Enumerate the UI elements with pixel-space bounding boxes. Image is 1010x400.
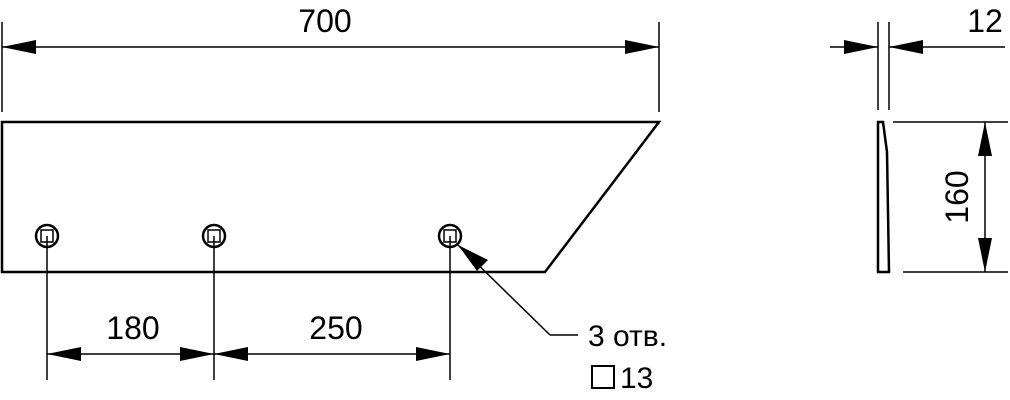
arrowhead: [416, 347, 450, 361]
arrowhead: [889, 40, 923, 54]
arrowhead: [978, 122, 992, 156]
arrowhead: [180, 347, 214, 361]
arrowhead: [458, 245, 488, 271]
hole-size-label: 13: [620, 362, 653, 395]
dimension-spacing-1-label: 180: [106, 310, 159, 346]
dimension-spacing-2-label: 250: [309, 310, 362, 346]
dimension-length: 700: [1, 3, 660, 112]
dimension-hole-spacing: 180 250: [46, 236, 451, 380]
dimension-height: 160: [893, 121, 1008, 273]
dimension-height-label: 160: [939, 170, 975, 223]
dimension-length-label: 700: [298, 3, 351, 39]
arrowhead: [2, 40, 36, 54]
arrowhead: [978, 238, 992, 272]
arrowhead: [214, 347, 248, 361]
hole-count-label: 3 отв.: [588, 320, 667, 353]
plate-outline: [0, 120, 662, 274]
side-profile: [876, 120, 891, 274]
arrowhead: [625, 40, 659, 54]
dimension-thickness-label: 12: [967, 3, 1003, 39]
dimension-thickness: 12: [830, 3, 1005, 110]
side-view: [876, 120, 891, 274]
hole-callout: 3 отв. 13: [457, 244, 667, 395]
front-view: [0, 120, 662, 274]
square-hole-icon: [591, 365, 615, 389]
arrowhead: [844, 40, 878, 54]
arrowhead: [47, 347, 81, 361]
